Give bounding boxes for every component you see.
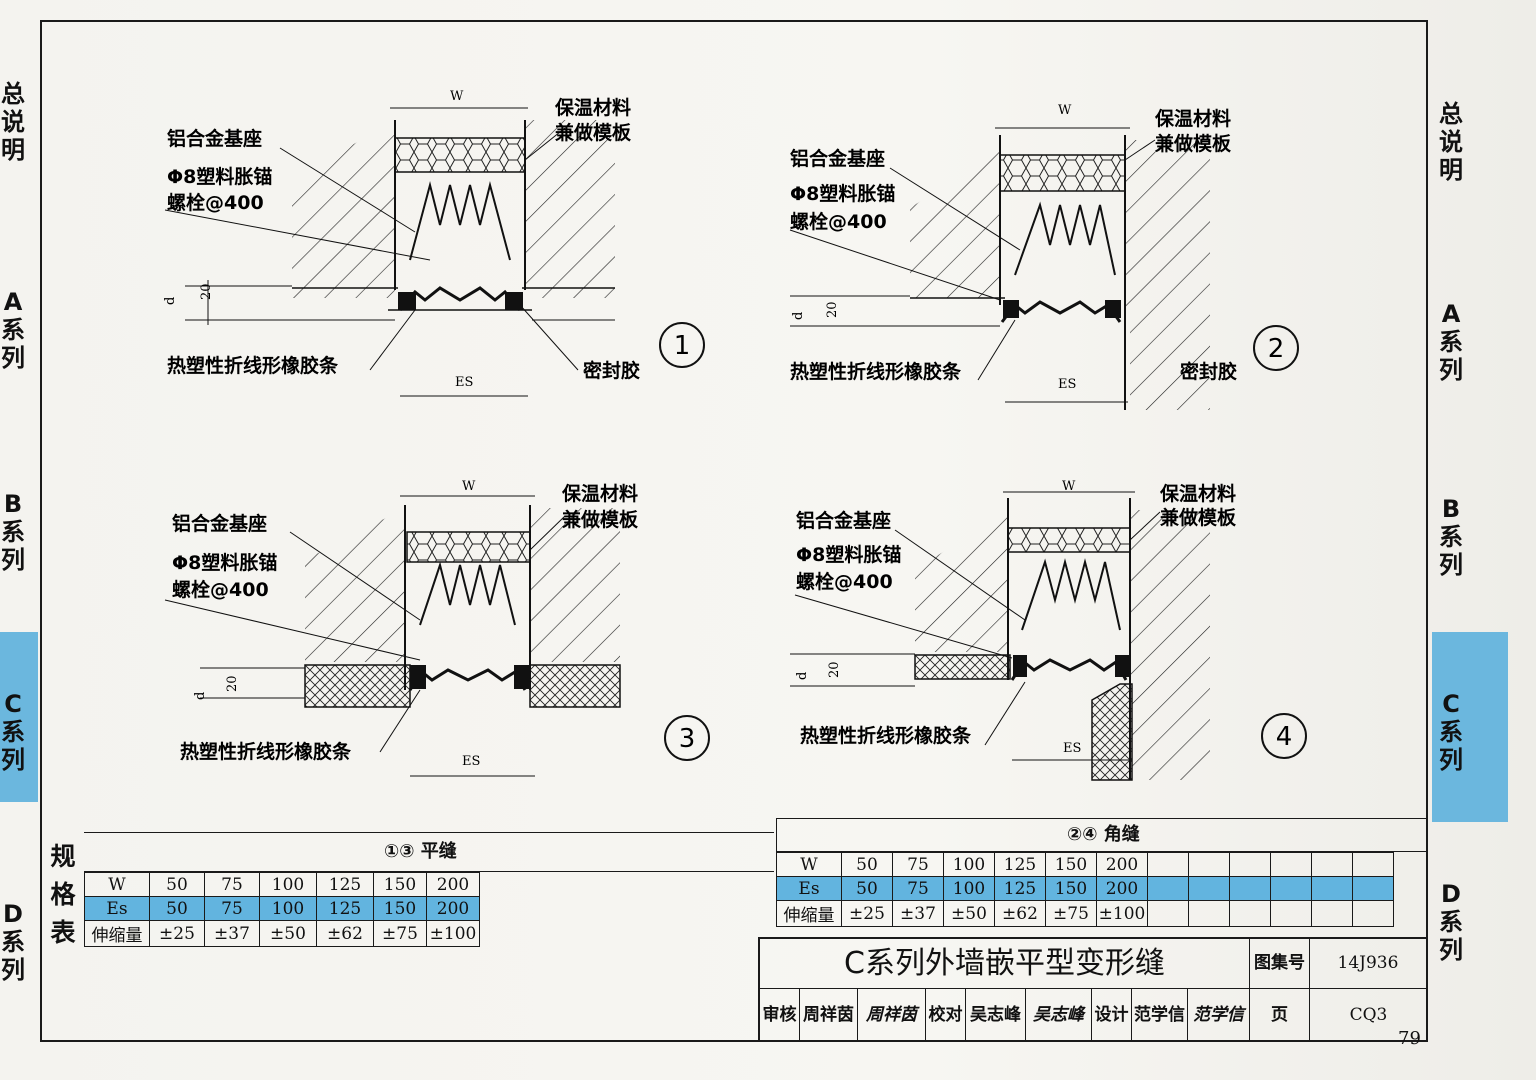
d4-label-insulation: 保温材料 xyxy=(1159,482,1236,505)
svg-text:d: d xyxy=(193,692,208,700)
d2-dim-es: ES xyxy=(1058,377,1076,392)
spec-table-label: 规 格 表 xyxy=(50,842,76,947)
designer-signature: 范学信 xyxy=(1188,989,1250,1041)
d2-label-insulation: 保温材料 xyxy=(1154,107,1231,130)
svg-text:20: 20 xyxy=(827,661,842,678)
right-tab-general[interactable]: 总说明 xyxy=(1439,100,1463,184)
svg-text:d: d xyxy=(163,297,178,305)
check-label: 校对 xyxy=(926,989,966,1041)
corner-joint-table: W 50 75 100 125 150 200 Es 50 75 100 125… xyxy=(776,852,1394,927)
d2-dim-w: W xyxy=(1058,103,1072,118)
page-value: CQ3 xyxy=(1349,1005,1388,1025)
page-label: 页 xyxy=(1250,989,1310,1041)
atlas-no-label: 图集号 xyxy=(1250,939,1310,989)
d3-dim-es: ES xyxy=(462,754,480,769)
left-tab-d-series[interactable]: D系列 xyxy=(1,900,25,984)
drawing-frame xyxy=(40,20,1428,1042)
corner-joint-header: ②④ 角缝 xyxy=(776,818,1427,852)
d2-label-rubber-strip: 热塑性折线形橡胶条 xyxy=(790,360,962,383)
atlas-no-value: 14J936 xyxy=(1310,939,1427,989)
d3-dim-w: W xyxy=(462,479,476,494)
d4-dim-w: W xyxy=(1062,479,1076,494)
flat-joint-header: ①③ 平缝 xyxy=(84,832,774,872)
d4-label-bolt: 螺栓@400 xyxy=(796,570,893,593)
d3-label-rubber-strip: 热塑性折线形橡胶条 xyxy=(180,740,352,763)
row-movement-label: 伸缩量 xyxy=(84,920,150,947)
right-tab-c-series[interactable]: C系列 xyxy=(1439,690,1463,774)
flat-joint-table: W 50 75 100 125 150 200 Es 50 75 100 125… xyxy=(84,872,480,947)
reviewer-name: 周祥茵 xyxy=(800,989,858,1041)
d3-label-alu-base: 铝合金基座 xyxy=(172,512,267,535)
right-tab-a-series[interactable]: A系列 xyxy=(1439,300,1463,384)
svg-text:20: 20 xyxy=(225,675,240,692)
page-number: 79 xyxy=(1398,1028,1421,1049)
d3-label-anchor: Φ8塑料胀锚 xyxy=(172,551,277,574)
d1-label-anchor: Φ8塑料胀锚 xyxy=(167,165,272,188)
left-tab-c-series[interactable]: C系列 xyxy=(1,690,25,774)
reviewer-signature: 周祥茵 xyxy=(858,989,926,1041)
design-label: 设计 xyxy=(1092,989,1132,1041)
d1-label-insulation: 保温材料 xyxy=(554,96,631,119)
d2-label-alu-base: 铝合金基座 xyxy=(790,147,885,170)
designer-name: 范学信 xyxy=(1132,989,1188,1041)
left-tab-b-series[interactable]: B系列 xyxy=(1,490,25,574)
d2-label-formwork: 兼做模板 xyxy=(1155,132,1232,155)
d1-dim-es: ES xyxy=(455,375,473,390)
d3-label-bolt: 螺栓@400 xyxy=(172,578,269,601)
d4-label-anchor: Φ8塑料胀锚 xyxy=(796,543,901,566)
d4-label-rubber-strip: 热塑性折线形橡胶条 xyxy=(800,724,972,747)
d2-label-sealant: 密封胶 xyxy=(1180,360,1237,383)
d4-dim-es: ES xyxy=(1063,741,1081,756)
checker-name: 吴志峰 xyxy=(966,989,1026,1041)
row-es-label: Es xyxy=(84,896,150,921)
d4-label-alu-base: 铝合金基座 xyxy=(796,509,891,532)
svg-text:20: 20 xyxy=(199,283,214,300)
d2-label-anchor: Φ8塑料胀锚 xyxy=(790,182,895,205)
detail-1: 20 d xyxy=(163,107,705,397)
d1-label-rubber-strip: 热塑性折线形橡胶条 xyxy=(167,354,339,377)
svg-text:20: 20 xyxy=(825,301,840,318)
detail-3: 20 d xyxy=(164,495,710,777)
d2-label-bolt: 螺栓@400 xyxy=(790,210,887,233)
d1-detail-number: 1 xyxy=(674,331,691,361)
left-tab-general[interactable]: 总说明 xyxy=(1,80,25,164)
right-tab-d-series[interactable]: D系列 xyxy=(1439,880,1463,964)
checker-signature: 吴志峰 xyxy=(1026,989,1092,1041)
d1-label-formwork: 兼做模板 xyxy=(555,121,632,144)
d1-label-bolt: 螺栓@400 xyxy=(167,191,264,214)
left-tab-a-series[interactable]: A系列 xyxy=(1,288,25,372)
d2-detail-number: 2 xyxy=(1268,334,1285,364)
detail-4: 20 d xyxy=(790,491,1307,781)
row-w-label: W xyxy=(84,872,150,897)
d4-label-formwork: 兼做模板 xyxy=(1160,506,1237,529)
d3-label-insulation: 保温材料 xyxy=(561,482,638,505)
svg-text:d: d xyxy=(795,672,810,680)
left-tab-highlight xyxy=(0,632,38,802)
right-tab-highlight xyxy=(1432,632,1508,822)
title-block: C系列外墙嵌平型变形缝 图集号 14J936 审核 周祥茵 周祥茵 校对 吴志峰… xyxy=(758,937,1427,1041)
d3-detail-number: 3 xyxy=(679,724,696,754)
drawing-title: C系列外墙嵌平型变形缝 xyxy=(760,939,1250,989)
right-tab-b-series[interactable]: B系列 xyxy=(1439,495,1463,579)
d1-label-alu-base: 铝合金基座 xyxy=(167,127,262,150)
d4-detail-number: 4 xyxy=(1276,722,1293,752)
review-label: 审核 xyxy=(760,989,800,1041)
d1-label-sealant: 密封胶 xyxy=(583,359,640,382)
d1-dim-w: W xyxy=(450,89,464,104)
detail-2: 20 d xyxy=(789,127,1299,410)
svg-text:d: d xyxy=(791,312,806,320)
d3-label-formwork: 兼做模板 xyxy=(562,508,639,531)
